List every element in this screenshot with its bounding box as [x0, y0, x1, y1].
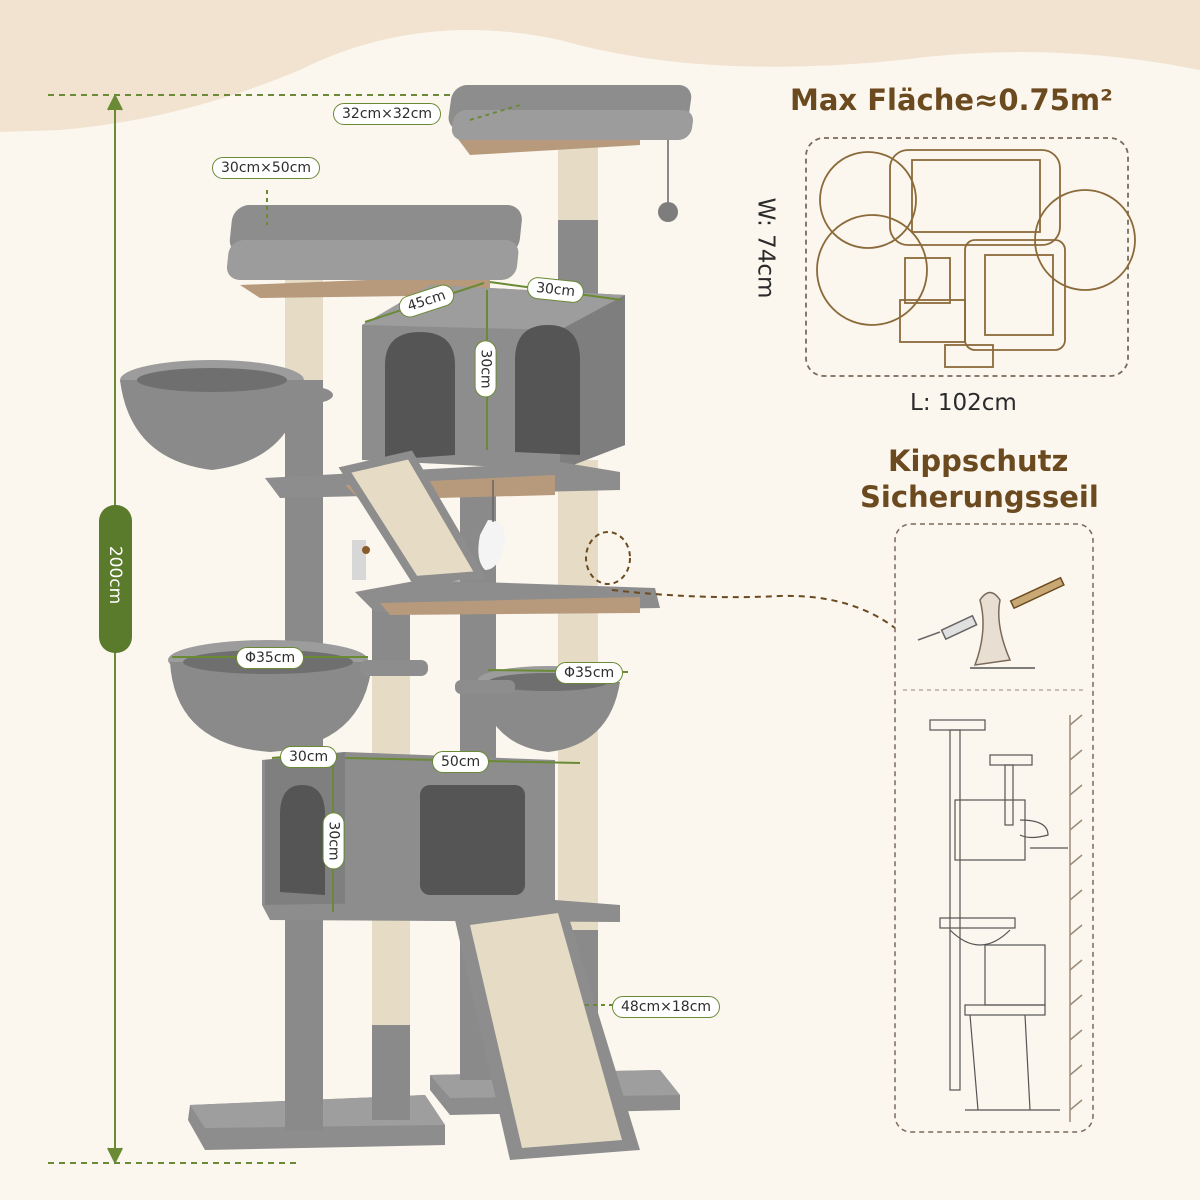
- install-panel: [894, 523, 1094, 1133]
- anti-tip-heading-line1: Kippschutz: [888, 444, 1069, 478]
- bottom-ramp: [455, 905, 640, 1160]
- upper-platform: [226, 205, 522, 298]
- wall-hatch: [1069, 714, 1083, 1122]
- height-badge: [99, 505, 132, 653]
- lower-condo-depth-label: 30cm: [280, 746, 338, 768]
- basket-top-left: [120, 360, 333, 470]
- max-area-heading: Max Fläche≈0.75m²: [790, 83, 1113, 117]
- mini-cat-tree: [929, 719, 1068, 1111]
- background-wave: [0, 0, 1200, 132]
- lower-condo-width-label: 50cm: [432, 751, 490, 773]
- lower-platform: [355, 580, 660, 615]
- footprint-width-label: W: 74cm: [752, 197, 779, 299]
- lower-condo-height-label: 30cm: [322, 812, 345, 870]
- basket-right-diameter-label: Φ35cm: [555, 662, 624, 684]
- footprint-length-label: L: 102cm: [910, 390, 1017, 416]
- top-platform-size-label: 32cm×32cm: [333, 103, 442, 125]
- height-label: 200cm: [105, 545, 125, 605]
- top-platform: [448, 85, 693, 222]
- upper-platform-size-label: 30cm×50cm: [212, 157, 321, 179]
- basket-left-diameter-label: Φ35cm: [236, 647, 305, 669]
- ramp-size-label: 48cm×18cm: [612, 996, 721, 1018]
- condo-height-label: 30cm: [474, 340, 497, 398]
- anti-tip-heading-line2: Sicherungsseil: [860, 480, 1099, 514]
- middle-platform: [265, 450, 620, 585]
- anti-tip-callout: [585, 531, 896, 629]
- footprint-diagram: [805, 137, 1136, 377]
